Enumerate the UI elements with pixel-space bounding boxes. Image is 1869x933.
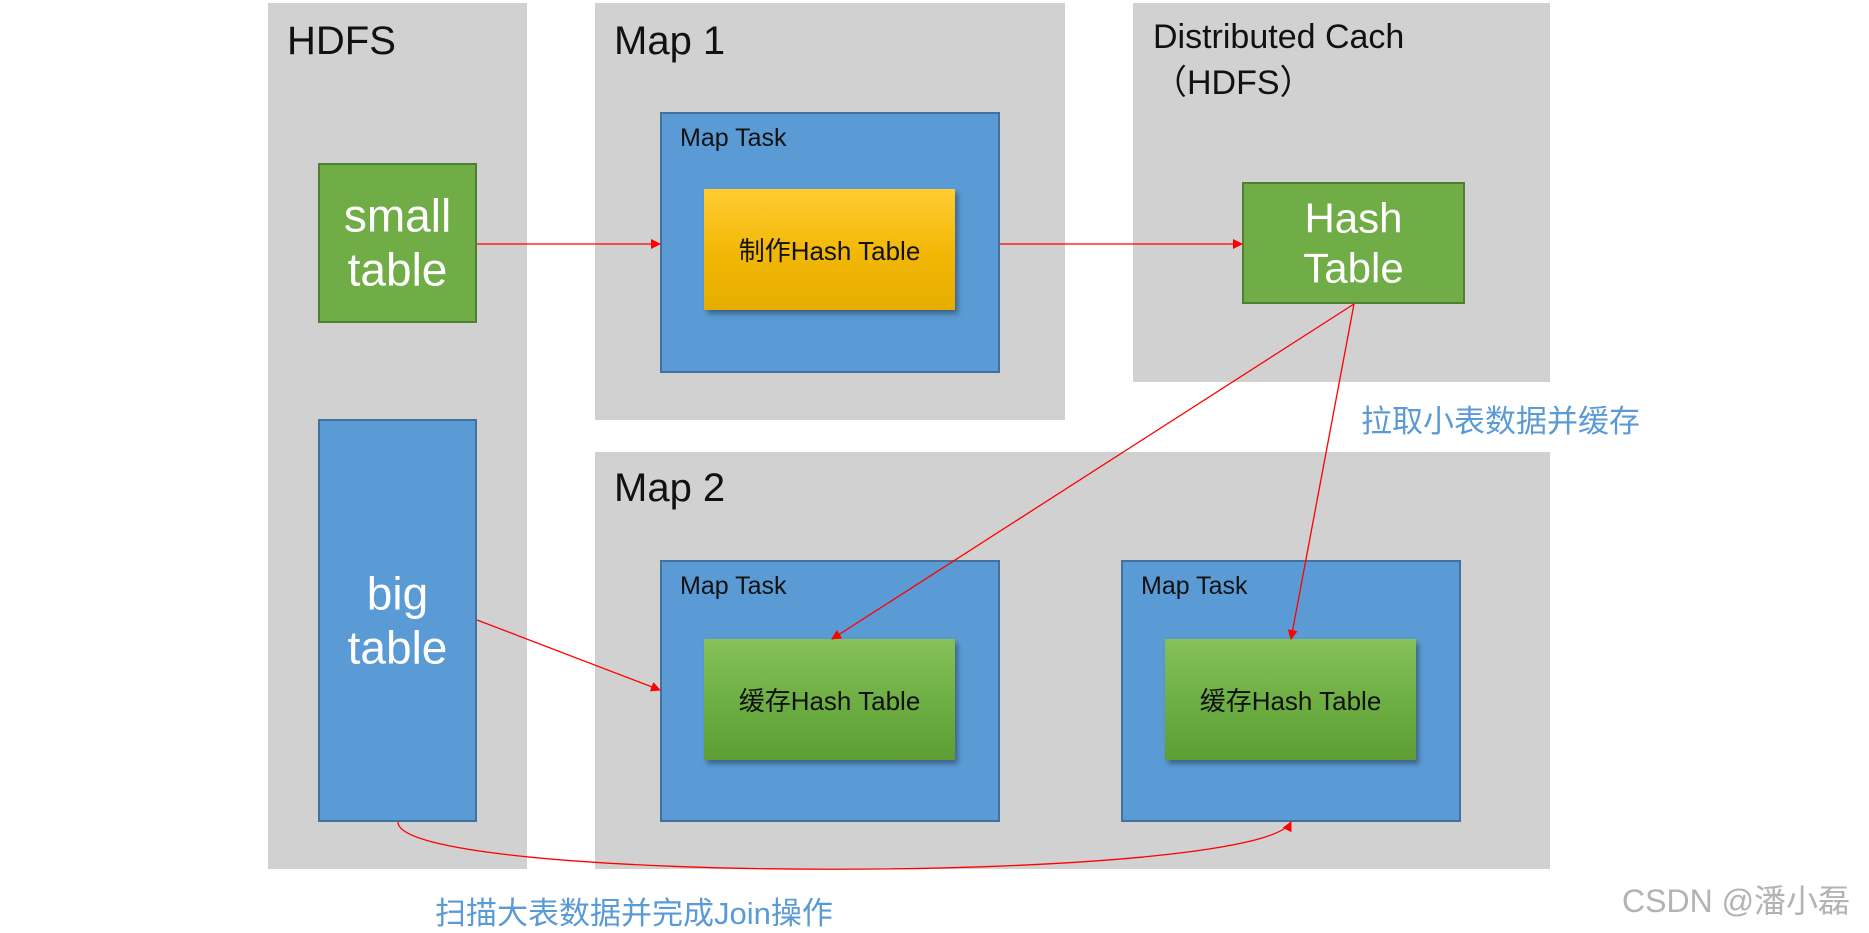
big-table-box: big table [318, 419, 477, 822]
map2-region-title: Map 2 [614, 466, 726, 510]
arrow-cache-to-map2-task-b [1287, 303, 1355, 640]
pull-cache-annotation: 拉取小表数据并缓存 [1361, 404, 1640, 439]
big-table-label: big table [347, 567, 448, 674]
csdn-watermark: CSDN @潘小磊 [1622, 883, 1851, 919]
small-table-label: small table [343, 189, 452, 296]
cached-hash-table-box: Hash Table [1242, 182, 1465, 304]
map2-task-a-label: Map Task [680, 572, 787, 600]
cache-hash-table-step-a: 缓存Hash Table [704, 639, 955, 760]
cache-hash-table-step-b: 缓存Hash Table [1165, 639, 1416, 760]
arrow-big-table-to-map2-task-b [397, 821, 1292, 870]
arrow-cache-to-map2-task-a [831, 303, 1355, 640]
scan-join-annotation: 扫描大表数据并完成Join操作 [435, 896, 833, 931]
hdfs-region-title: HDFS [287, 19, 396, 63]
arrow-big-table-to-map2-task-a [476, 619, 661, 692]
cache-region-title: Distributed Cach （HDFS） [1153, 18, 1405, 102]
map1-task-label: Map Task [680, 124, 787, 152]
cached-hash-table-label: Hash Table [1303, 194, 1404, 291]
map1-region-title: Map 1 [614, 19, 726, 63]
map2-task-b-label: Map Task [1141, 572, 1248, 600]
build-hash-table-step: 制作Hash Table [704, 189, 955, 310]
small-table-box: small table [318, 163, 477, 323]
